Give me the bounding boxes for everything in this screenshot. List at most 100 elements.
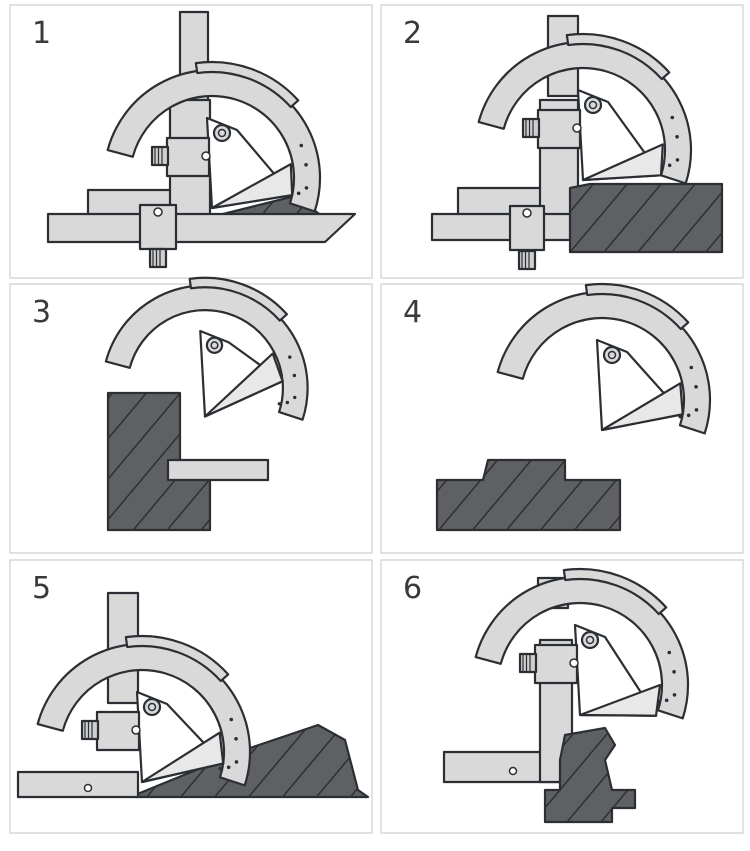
ruler-hole [83, 783, 93, 793]
protractor-arc [104, 284, 309, 421]
adjust-knob-icon [148, 247, 168, 269]
blade-edge [210, 163, 294, 210]
scale-dot [672, 693, 677, 697]
pivot-screw [212, 123, 232, 143]
pivot-screw [583, 95, 603, 115]
vernier-cap [562, 567, 668, 616]
scale-dot [664, 698, 669, 703]
protractor-arc [36, 642, 252, 787]
scale-dot [304, 186, 309, 190]
blade-edge [581, 143, 664, 182]
scale-dot [277, 402, 282, 406]
panel-number-1: 1 [32, 16, 51, 51]
scale-dot [299, 143, 304, 148]
ruler-hole [508, 766, 518, 776]
base-ruler [430, 212, 572, 242]
protractor-arc [474, 575, 690, 720]
adjust-knob-icon [517, 249, 537, 271]
panel-number-5: 5 [32, 571, 51, 606]
blade-edge [600, 382, 684, 432]
scale-dot [689, 365, 694, 370]
pivot-center [585, 635, 595, 645]
scale-dot [694, 408, 699, 412]
vernier-cap [194, 60, 300, 109]
scale-dot [226, 765, 231, 770]
workpiece [543, 726, 637, 824]
universal-bevel-protractor [106, 60, 322, 213]
clamp-screw [153, 207, 163, 217]
panel-3: 3 [9, 276, 373, 554]
scale-dot [667, 650, 672, 655]
knob-body [517, 249, 537, 271]
scale-dot [292, 373, 297, 378]
scale-dot [296, 191, 301, 196]
scale-dot [293, 395, 297, 400]
pivot-center [210, 341, 219, 350]
universal-bevel-protractor [104, 276, 309, 421]
protractor-arc [496, 290, 712, 435]
blade-edge [578, 683, 662, 717]
scale-dot [672, 669, 676, 674]
scale-dot [218, 766, 223, 771]
scale-dot [675, 134, 679, 139]
base-ruler [16, 770, 140, 799]
vernier-cap [124, 634, 230, 683]
universal-bevel-protractor [496, 282, 712, 435]
pivot-center [588, 100, 598, 110]
protractor-arc [477, 40, 693, 185]
universal-bevel-protractor [474, 567, 690, 720]
pivot-center [147, 702, 157, 712]
workpiece [435, 458, 622, 532]
knob-body [518, 652, 538, 674]
lock-knob-icon [518, 652, 538, 674]
clamp-screw [201, 151, 211, 161]
scale-dot [229, 717, 234, 722]
knob-body [148, 247, 168, 269]
scale-dot [288, 355, 292, 359]
pivot-screw [602, 345, 622, 365]
workpiece [133, 723, 370, 799]
scale-dot [285, 400, 290, 405]
scale-dot [670, 115, 675, 120]
panel-number-2: 2 [403, 16, 422, 51]
universal-bevel-protractor [36, 634, 252, 787]
scale-dot [667, 163, 672, 168]
panel-number-3: 3 [32, 295, 51, 330]
panel-number-6: 6 [403, 571, 422, 606]
pivot-screw [580, 630, 600, 650]
scale-dot [686, 413, 691, 418]
universal-bevel-protractor [477, 32, 693, 185]
lock-knob-icon [521, 117, 541, 139]
blade-edge [140, 731, 225, 784]
scale-dot [234, 760, 239, 764]
knob-body [150, 145, 170, 167]
pivot-screw [205, 336, 224, 354]
clamp-screw [572, 123, 582, 133]
pivot-center [217, 128, 227, 138]
knob-body [80, 719, 100, 741]
blade-edge [203, 352, 284, 418]
clamp-screw [569, 658, 579, 668]
clamp-screw [522, 208, 532, 218]
panel-4: 4 [380, 282, 744, 554]
panel-2: 2 [380, 4, 744, 279]
blade-slab [166, 458, 270, 482]
lock-knob-icon [150, 145, 170, 167]
pivot-screw [142, 697, 162, 717]
vernier-cap [188, 276, 288, 322]
knob-body [521, 117, 541, 139]
vernier-cap [584, 282, 690, 331]
protractor-arc [106, 68, 322, 213]
panel-5: 5 [9, 559, 373, 834]
clamp-screw [131, 725, 141, 735]
base-ruler [46, 212, 357, 244]
vernier-cap [565, 32, 671, 81]
pivot-center [607, 350, 617, 360]
scale-dot [675, 158, 680, 162]
lock-knob-icon [80, 719, 100, 741]
workpiece [568, 182, 724, 254]
scale-dot [304, 162, 308, 167]
panel-6: 6 [380, 559, 744, 834]
panel-1: 1 [9, 4, 373, 279]
